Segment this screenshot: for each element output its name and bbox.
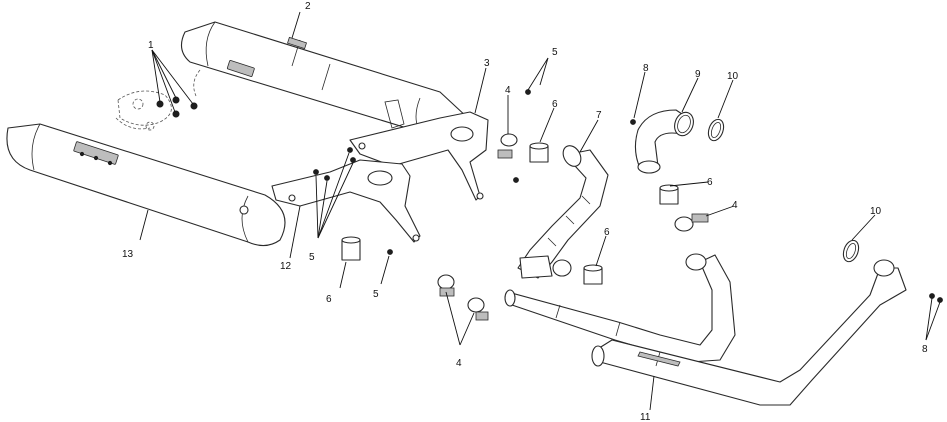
sleeve	[529, 142, 549, 163]
lower-muffler	[6, 123, 286, 247]
mount-bracket-12	[271, 159, 421, 243]
sleeve	[341, 236, 361, 261]
sleeve	[659, 184, 679, 205]
sleeve	[583, 264, 603, 285]
callout-6: 6	[326, 294, 332, 305]
clamps-4	[437, 133, 709, 321]
head-pipe-7	[517, 145, 609, 279]
leader-lines	[139, 11, 941, 411]
clamp	[467, 297, 489, 321]
callouts: 1 2 3 4 4 4 5 5 5 6 6 6 6 7 8 8 9 10 10 …	[122, 1, 928, 422]
callout-5: 5	[309, 252, 315, 263]
callout-12: 12	[280, 261, 292, 272]
callout-6: 6	[552, 99, 558, 110]
callout-5: 5	[373, 289, 379, 300]
callout-2: 2	[305, 1, 311, 12]
callout-5: 5	[552, 47, 558, 58]
callout-10: 10	[727, 71, 739, 82]
callout-11: 11	[640, 412, 651, 422]
sleeves-6	[341, 142, 679, 285]
callout-13: 13	[122, 249, 134, 260]
mount-bracket-3	[349, 111, 489, 201]
head-pipe-assembly-11	[504, 253, 907, 406]
callout-4: 4	[505, 85, 511, 96]
callout-1: 1	[148, 40, 154, 51]
callout-4: 4	[456, 358, 462, 369]
upper-muffler	[115, 21, 469, 141]
callout-4: 4	[732, 200, 738, 211]
callout-8: 8	[643, 63, 649, 74]
callout-9: 9	[695, 69, 701, 80]
callout-7: 7	[596, 110, 602, 121]
elbow-pipe-9	[634, 109, 694, 174]
callout-10: 10	[870, 206, 882, 217]
clamp	[497, 133, 518, 159]
callout-6: 6	[707, 177, 713, 188]
gaskets-10	[707, 118, 860, 263]
callout-6: 6	[604, 227, 610, 238]
clamp	[674, 213, 709, 232]
callout-3: 3	[484, 58, 490, 69]
nuts	[156, 89, 943, 303]
callout-8: 8	[922, 344, 928, 355]
